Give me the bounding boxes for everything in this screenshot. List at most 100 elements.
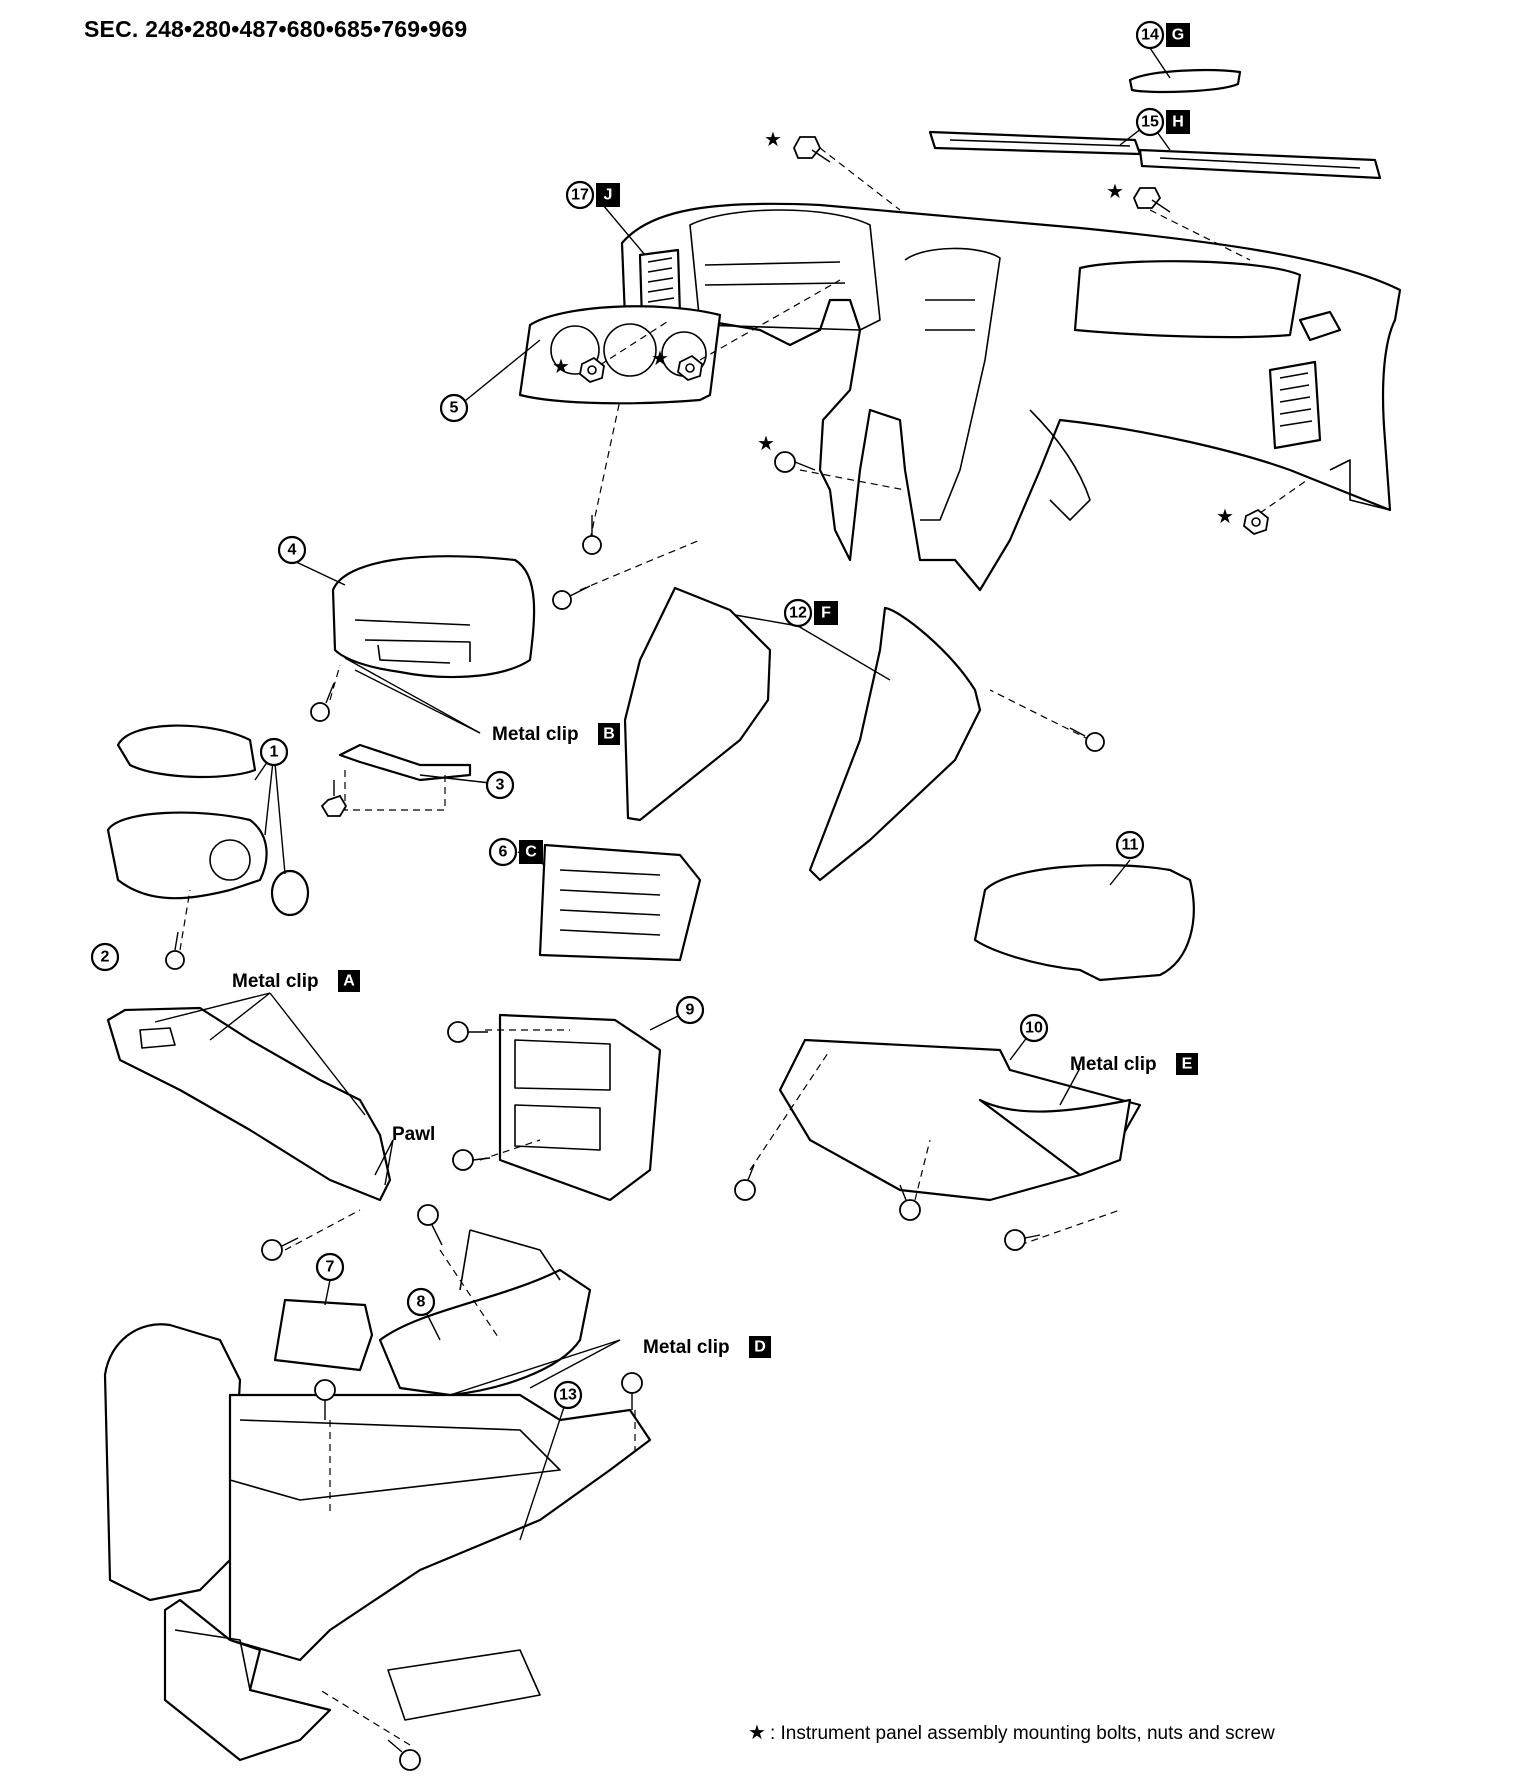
callout-17: 17 J bbox=[565, 180, 620, 210]
callout-2: 2 bbox=[90, 942, 120, 972]
svg-text:10: 10 bbox=[1025, 1020, 1043, 1037]
screw-icon bbox=[734, 1164, 756, 1201]
star-icon: ★ bbox=[764, 129, 782, 151]
svg-text:Metal clip: Metal clip bbox=[232, 971, 319, 992]
callout-11: 11 bbox=[1115, 830, 1145, 860]
screw-icon bbox=[417, 1204, 443, 1246]
screw-icon bbox=[387, 1739, 421, 1771]
glove-box-part-10 bbox=[778, 1038, 1142, 1202]
svg-text:14: 14 bbox=[1141, 27, 1159, 44]
side-finisher-part-12 bbox=[623, 586, 982, 882]
svg-text:15: 15 bbox=[1141, 114, 1159, 131]
callout-8: 8 bbox=[406, 1287, 436, 1317]
svg-text:D: D bbox=[754, 1339, 766, 1356]
gauge-cluster-part-5 bbox=[518, 305, 722, 405]
screw-icon bbox=[582, 515, 602, 555]
screw-icon bbox=[261, 1237, 299, 1261]
callout-3: 3 bbox=[485, 770, 515, 800]
svg-text:Pawl: Pawl bbox=[392, 1124, 435, 1145]
label-metal-clip-b: Metal clip B bbox=[492, 723, 620, 745]
callout-4: 4 bbox=[277, 535, 307, 565]
audio-bezel-part-9 bbox=[498, 1013, 662, 1202]
screw-icon bbox=[621, 1372, 643, 1410]
callout-1: 1 bbox=[259, 737, 289, 767]
svg-text:A: A bbox=[343, 973, 355, 990]
label-metal-clip-e: Metal clip E bbox=[1070, 1053, 1198, 1075]
glove-box-lid-part-11 bbox=[973, 864, 1195, 982]
legend-text: : Instrument panel assembly mounting bol… bbox=[769, 1723, 1275, 1744]
screw-icon bbox=[447, 1021, 488, 1043]
star-icon: ★ bbox=[1106, 181, 1124, 203]
callout-12: 12 F bbox=[783, 598, 838, 628]
instrument-panel-main bbox=[620, 202, 1402, 592]
svg-text:E: E bbox=[1182, 1056, 1193, 1073]
shift-finisher-part-8 bbox=[378, 1229, 592, 1397]
nut-icon bbox=[579, 356, 605, 384]
svg-text:G: G bbox=[1172, 27, 1184, 44]
screw-icon bbox=[899, 1184, 921, 1221]
screw-icon bbox=[1069, 727, 1105, 752]
screw-icon bbox=[310, 682, 335, 722]
callout-5: 5 bbox=[439, 393, 469, 423]
star-icon: ★ bbox=[748, 1722, 766, 1744]
center-vent-part-6 bbox=[538, 843, 702, 962]
star-icon: ★ bbox=[757, 433, 775, 455]
svg-text:11: 11 bbox=[1122, 837, 1139, 854]
cluster-lid-part-14 bbox=[1128, 69, 1242, 94]
upper-trim-part-15 bbox=[928, 130, 1382, 180]
svg-text:4: 4 bbox=[288, 542, 297, 559]
svg-text:17: 17 bbox=[571, 187, 589, 204]
fasteners bbox=[165, 136, 1269, 1771]
section-title: SEC. 248•280•487•680•685•769•969 bbox=[84, 16, 468, 42]
mounting-stars: ★ ★ ★ ★ ★ ★ bbox=[552, 129, 1234, 528]
svg-text:Metal clip: Metal clip bbox=[643, 1337, 730, 1358]
ashtray-part-7 bbox=[273, 1298, 374, 1372]
legend-note: ★: Instrument panel assembly mounting bo… bbox=[748, 1720, 1275, 1745]
fastener-paths bbox=[179, 147, 1311, 1746]
star-icon: ★ bbox=[651, 348, 669, 370]
svg-text:9: 9 bbox=[686, 1002, 695, 1019]
star-icon: ★ bbox=[1216, 506, 1234, 528]
label-pawl: Pawl bbox=[392, 1124, 435, 1145]
svg-text:Metal clip: Metal clip bbox=[492, 724, 579, 745]
svg-text:12: 12 bbox=[789, 605, 807, 622]
svg-text:7: 7 bbox=[326, 1259, 335, 1276]
bolt-icon bbox=[793, 136, 831, 163]
callout-14: 14 G bbox=[1135, 20, 1190, 50]
label-metal-clip-a: Metal clip A bbox=[232, 970, 360, 992]
screw-icon bbox=[165, 931, 185, 970]
console-part-13 bbox=[103, 1323, 652, 1762]
callout-13: 13 bbox=[553, 1380, 583, 1410]
screw-icon bbox=[552, 585, 591, 610]
callout-10: 10 bbox=[1019, 1013, 1049, 1043]
svg-text:F: F bbox=[821, 605, 831, 622]
svg-text:C: C bbox=[525, 844, 537, 861]
svg-text:8: 8 bbox=[417, 1294, 426, 1311]
callout-6: 6 C bbox=[488, 837, 543, 867]
nut-icon bbox=[1243, 508, 1269, 536]
svg-text:3: 3 bbox=[496, 777, 505, 794]
svg-text:J: J bbox=[604, 187, 613, 204]
star-icon: ★ bbox=[552, 356, 570, 378]
callout-15: 15 H bbox=[1135, 107, 1190, 137]
svg-text:H: H bbox=[1172, 114, 1184, 131]
callout-7: 7 bbox=[315, 1252, 345, 1282]
lower-panel-part-2 bbox=[106, 1006, 392, 1202]
callout-9: 9 bbox=[675, 995, 705, 1025]
screw-icon bbox=[1004, 1229, 1041, 1251]
bolt-icon bbox=[320, 780, 348, 817]
svg-text:13: 13 bbox=[559, 1387, 577, 1404]
cluster-hood-part-4 bbox=[331, 555, 536, 679]
svg-text:2: 2 bbox=[101, 949, 110, 966]
svg-text:Metal clip: Metal clip bbox=[1070, 1054, 1157, 1075]
svg-text:6: 6 bbox=[499, 844, 508, 861]
bracket-part-3 bbox=[338, 743, 472, 811]
svg-text:B: B bbox=[603, 726, 615, 743]
screw-icon bbox=[774, 451, 816, 473]
svg-text:1: 1 bbox=[270, 744, 279, 761]
column-cover-part-1 bbox=[106, 724, 310, 917]
nut-icon bbox=[677, 354, 703, 382]
screw-icon bbox=[452, 1149, 491, 1171]
